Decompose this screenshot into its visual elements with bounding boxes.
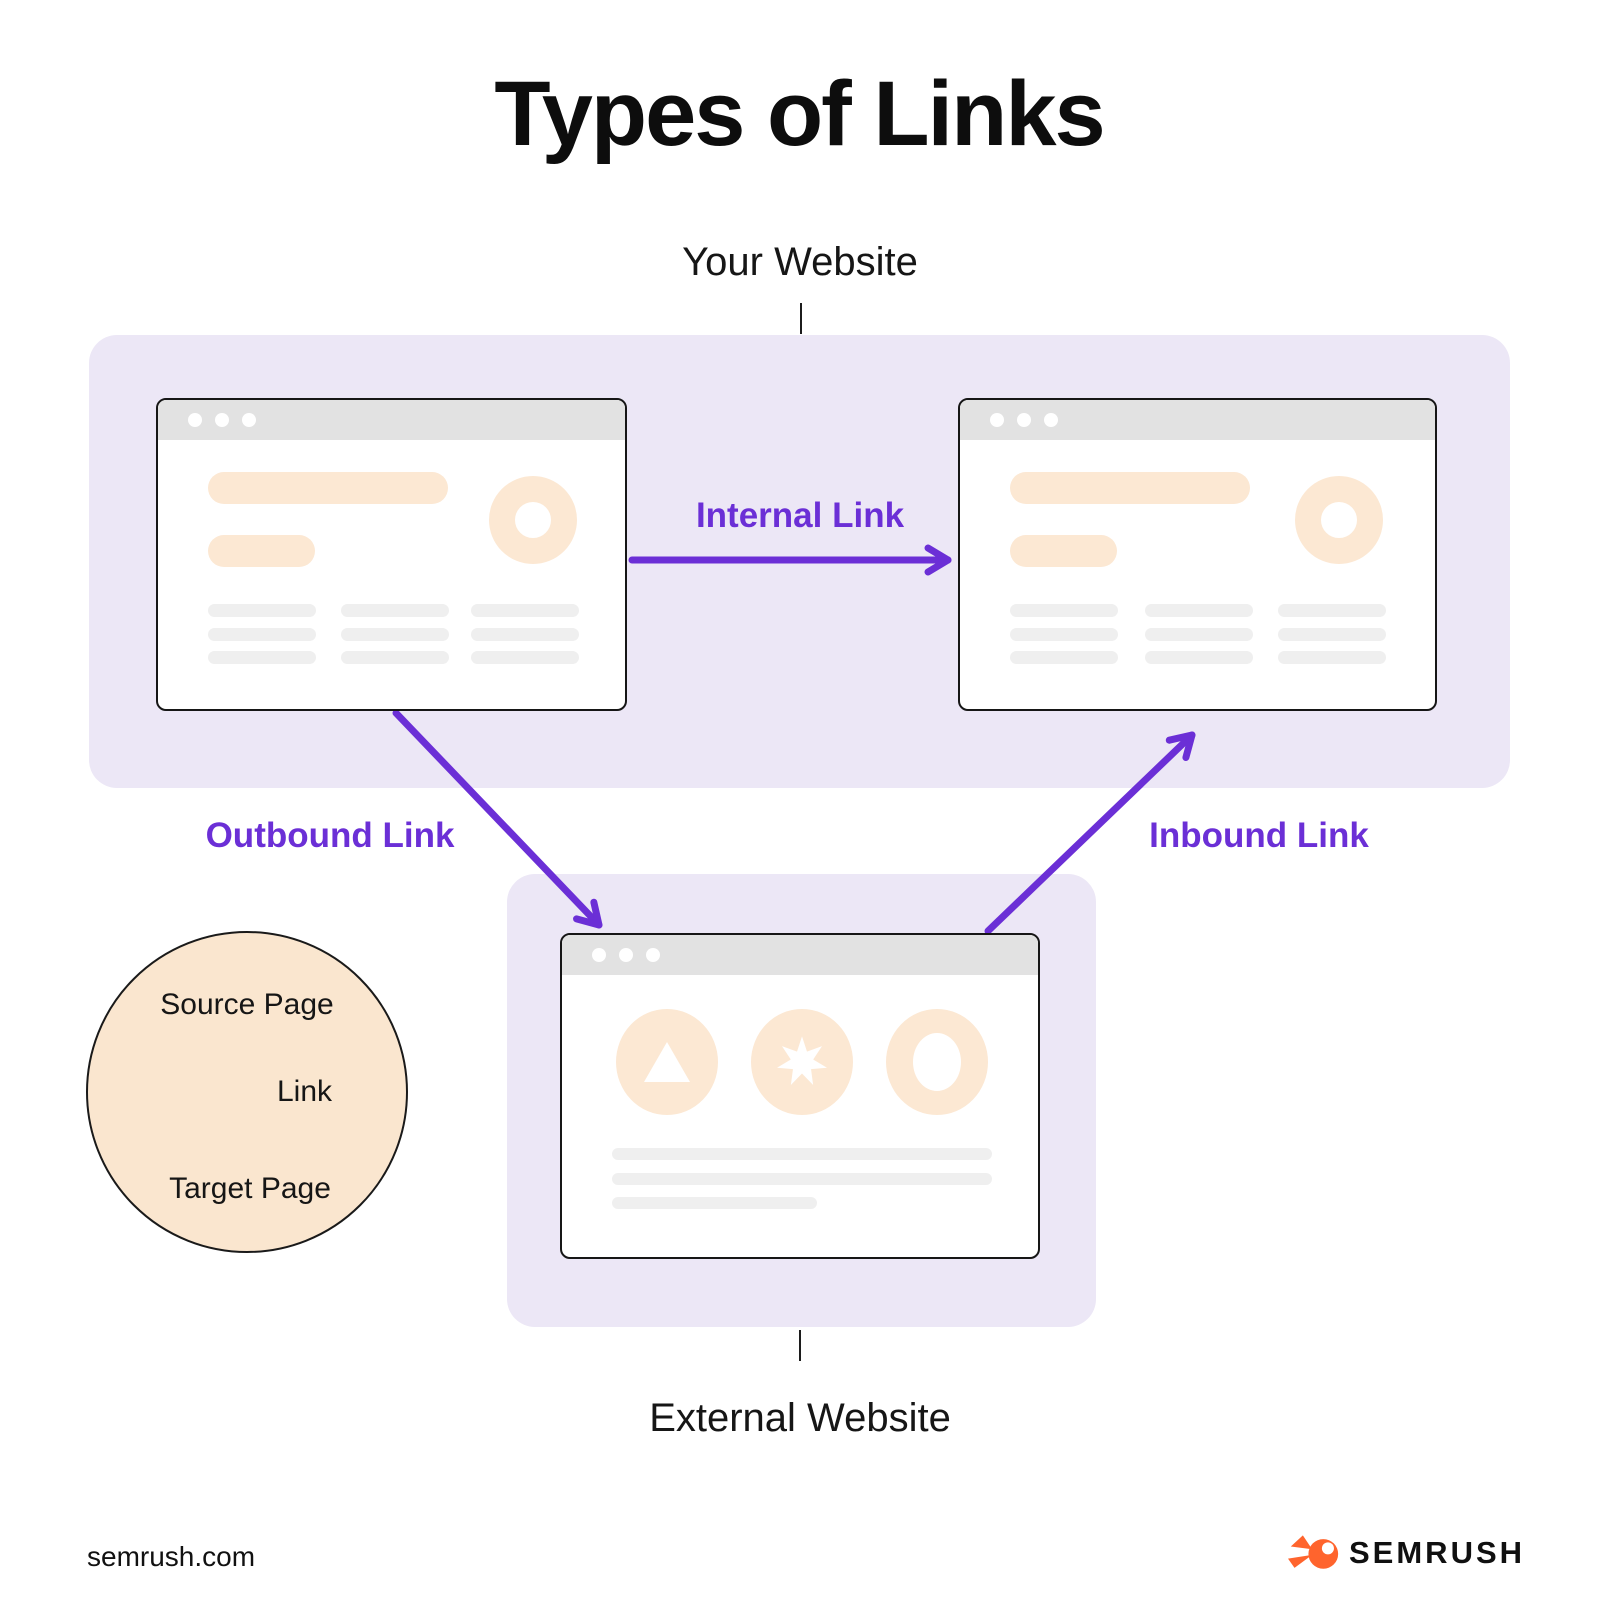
legend-link-label: Link [277,1075,333,1108]
placeholder-subheading-bar [1010,535,1117,567]
semrush-flame-icon [1288,1535,1339,1569]
semrush-logo-text: SEMRUSH [1349,1535,1526,1570]
placeholder-donut-icon [489,476,577,564]
ring-icon [913,1033,961,1091]
inbound-link-label: Inbound Link [1149,816,1369,855]
placeholder-text-line [1010,628,1118,641]
window-titlebar [960,400,1435,440]
placeholder-text-line [1145,651,1253,664]
your-website-label: Your Website [682,240,918,284]
placeholder-text-line [1010,604,1118,617]
placeholder-image-circle [886,1009,988,1115]
link-legend [86,931,408,1253]
window-control-dot-icon [1044,413,1058,427]
window-control-dot-icon [215,413,229,427]
window-control-dot-icon [592,948,606,962]
window-control-dot-icon [188,413,202,427]
target-page-window [958,398,1437,711]
placeholder-text-line [612,1148,992,1160]
placeholder-text-line [612,1197,817,1209]
placeholder-text-line [1145,604,1253,617]
window-control-dot-icon [619,948,633,962]
star-icon [777,1036,827,1086]
placeholder-text-line [471,628,579,641]
outbound-link-label: Outbound Link [205,816,455,855]
placeholder-heading-bar [1010,472,1250,504]
window-titlebar [562,935,1038,975]
window-control-dot-icon [242,413,256,427]
window-control-dot-icon [990,413,1004,427]
placeholder-image-circle [616,1009,718,1115]
placeholder-text-line [208,604,316,617]
placeholder-text-line [612,1173,992,1185]
placeholder-text-line [1278,651,1386,664]
placeholder-text-line [341,651,449,664]
placeholder-text-line [208,651,316,664]
placeholder-text-line [341,604,449,617]
placeholder-text-line [1278,604,1386,617]
page-title: Types of Links [494,63,1105,165]
placeholder-text-line [1145,628,1253,641]
window-titlebar [158,400,625,440]
placeholder-heading-bar [208,472,448,504]
placeholder-subheading-bar [208,535,315,567]
external-website-label: External Website [649,1396,951,1440]
triangle-icon [644,1042,690,1082]
window-control-dot-icon [1017,413,1031,427]
placeholder-text-line [1278,628,1386,641]
footer-domain-text: semrush.com [87,1541,256,1572]
window-control-dot-icon [646,948,660,962]
internal-link-label: Internal Link [695,496,905,535]
legend-source-page-label: Source Page [160,988,334,1021]
placeholder-text-line [1010,651,1118,664]
placeholder-donut-icon [1295,476,1383,564]
legend-target-page-label: Target Page [169,1172,331,1205]
external-page-window [560,933,1040,1259]
placeholder-image-circle [751,1009,853,1115]
source-page-window [156,398,627,711]
placeholder-text-line [341,628,449,641]
placeholder-text-line [208,628,316,641]
placeholder-text-line [471,651,579,664]
semrush-logo: SEMRUSH [1288,1532,1525,1574]
placeholder-text-line [471,604,579,617]
